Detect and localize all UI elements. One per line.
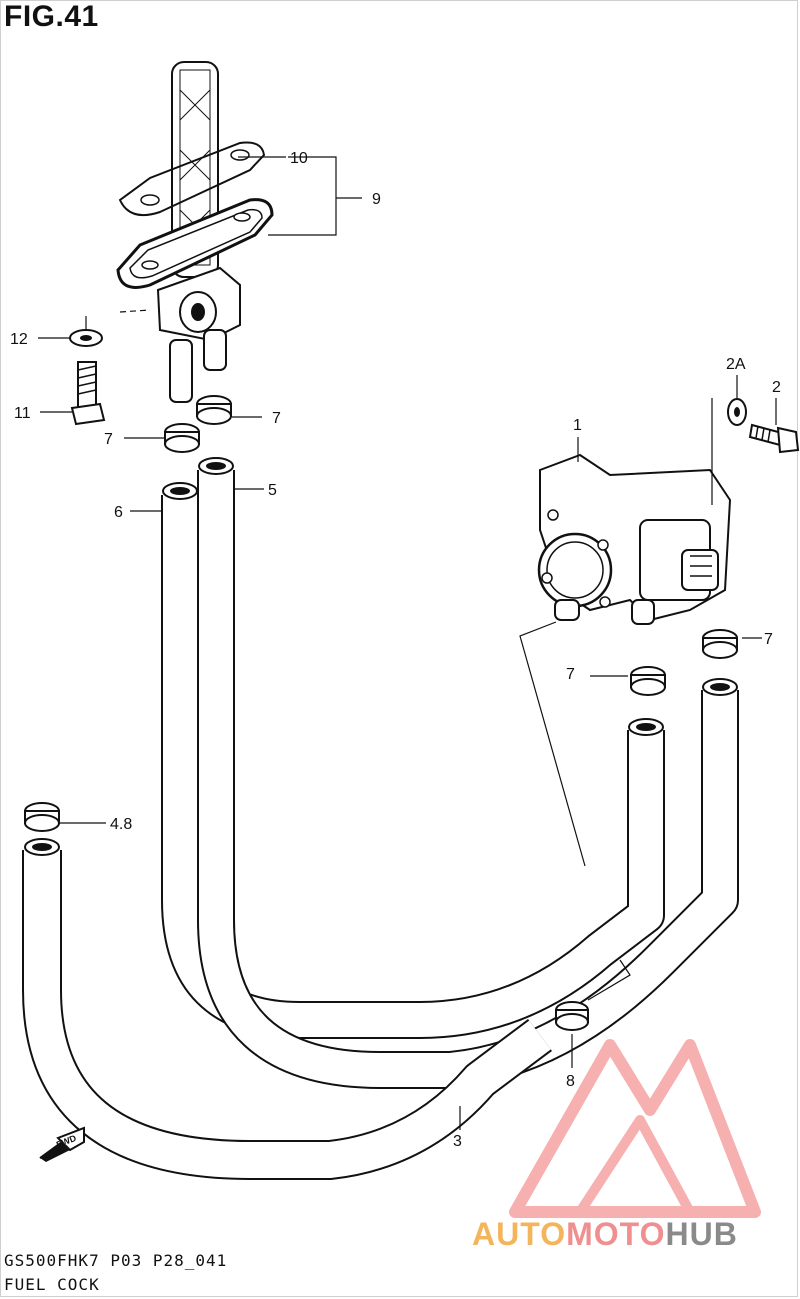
callout-2: 2 [772,379,781,396]
model-code: GS500FHK7 P03 P28_041 [4,1251,228,1270]
callout-7-upper: 7 [272,410,281,427]
screw-2[interactable] [748,423,800,454]
leader-lines [38,156,777,1130]
callout-4-8: 4.8 [110,816,132,833]
callout-12: 12 [10,331,28,348]
callout-10: 10 [290,150,308,167]
callout-7-left: 7 [104,431,113,448]
fuel-valve-1[interactable] [537,453,732,625]
hose-5[interactable] [197,457,739,1089]
brand-auto: AUTO [472,1216,567,1252]
hose-3[interactable] [22,838,552,1180]
callout-7-right-lower: 7 [566,666,575,683]
fuel-cock-body[interactable] [156,266,241,403]
bolt-11[interactable] [70,361,106,426]
washer-2a[interactable] [727,398,747,426]
clamp-7-right-upper[interactable] [702,629,738,659]
fwd-arrow-icon: FWD [39,1126,85,1162]
clamp-7-left[interactable] [164,423,200,453]
hose-6[interactable] [161,482,665,1039]
clamp-7-upper[interactable] [196,395,232,425]
callout-5: 5 [268,482,277,499]
callout-3: 3 [453,1133,462,1150]
brand-wordmark: AUTOMOTOHUB [472,1216,738,1253]
callout-9: 9 [372,191,381,208]
callout-11: 11 [14,405,31,422]
clamp-4-8[interactable] [24,802,60,832]
callout-2a: 2A [726,356,746,373]
figure-title: FIG.41 [4,0,99,33]
clamp-8[interactable] [555,1001,589,1031]
brand-moto: MOTO [566,1216,666,1252]
callout-7-right-upper: 7 [764,631,773,648]
section-name: FUEL COCK [4,1275,100,1294]
callout-6: 6 [114,504,123,521]
callout-8: 8 [566,1073,575,1090]
brand-hub: HUB [665,1216,738,1252]
plate-9[interactable] [116,198,274,289]
washer-12[interactable] [69,329,103,347]
brand-logo-icon [509,1039,761,1218]
clamp-7-right-lower[interactable] [630,666,666,696]
gasket-10[interactable] [118,141,266,216]
callout-1: 1 [573,417,582,434]
